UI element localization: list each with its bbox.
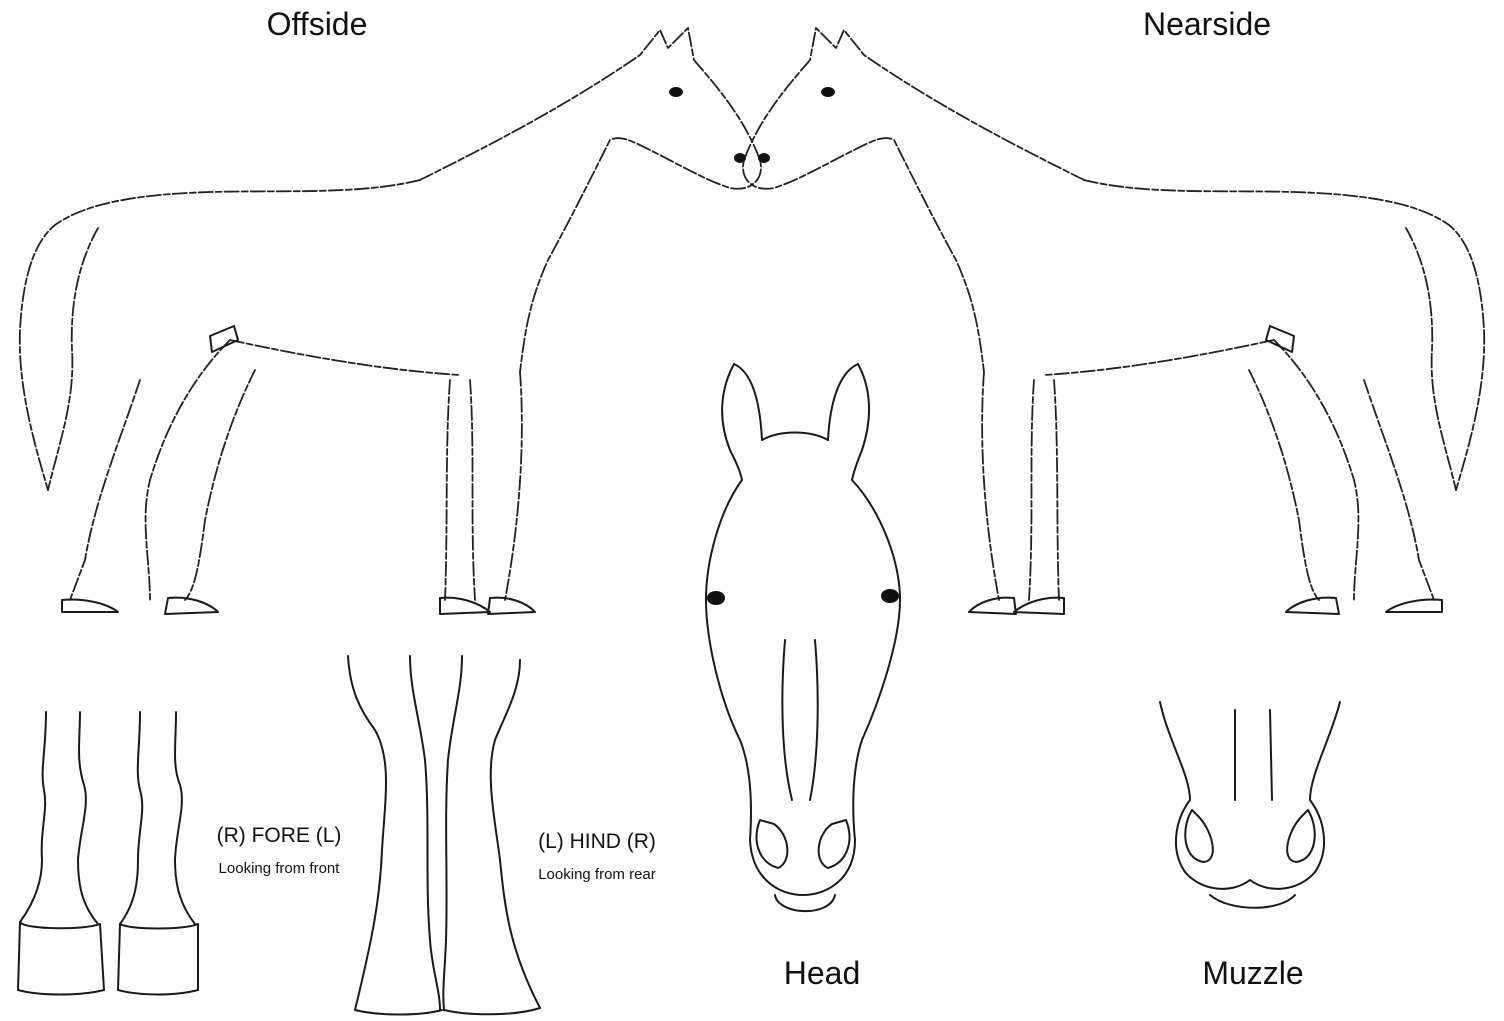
muzzle-view bbox=[1160, 702, 1340, 908]
nearside-horse-outline bbox=[743, 28, 1484, 614]
head-front-view bbox=[706, 364, 900, 911]
offside-horse-outline bbox=[20, 28, 761, 614]
fore-legs-front-view bbox=[18, 712, 198, 995]
hind-legs-rear-view bbox=[348, 656, 540, 1015]
